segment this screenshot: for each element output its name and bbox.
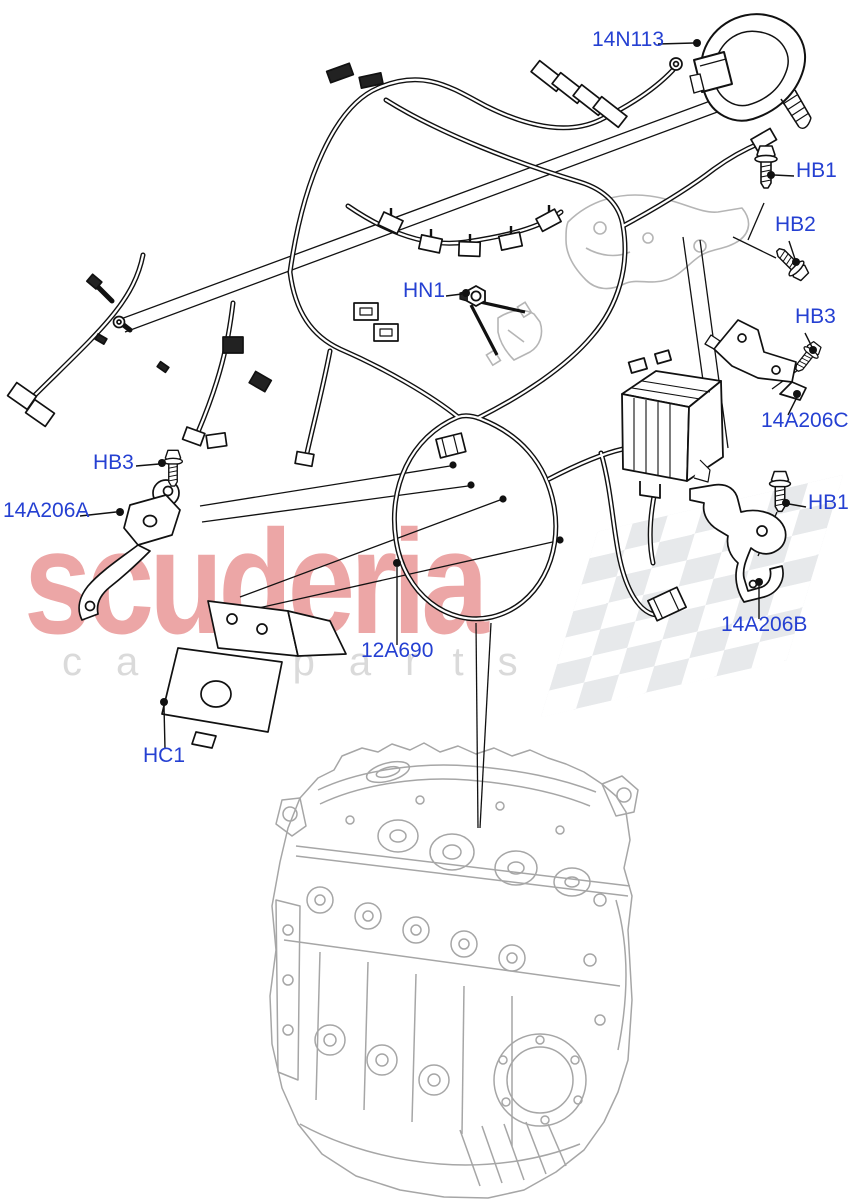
callout-14N113[interactable]: 14N113 bbox=[592, 28, 665, 51]
construction-dots bbox=[449, 461, 564, 544]
callout-12A690[interactable]: 12A690 bbox=[361, 639, 434, 662]
harness-connectors bbox=[6, 57, 778, 622]
callout-HC1[interactable]: HC1 bbox=[143, 744, 186, 767]
callout-HB3-left[interactable]: HB3 bbox=[93, 451, 134, 474]
callout-14A206C[interactable]: 14A206C bbox=[761, 409, 849, 432]
bracket-14A206C bbox=[704, 319, 807, 401]
junction-box bbox=[621, 349, 724, 499]
callout-14A206A[interactable]: 14A206A bbox=[3, 499, 90, 522]
bracket-HC1 bbox=[161, 600, 347, 749]
ground-clamp-14N113 bbox=[689, 13, 812, 129]
callout-dots bbox=[116, 39, 817, 706]
ghost-mounting-bracket bbox=[565, 194, 750, 290]
callout-leader-lines bbox=[79, 42, 813, 750]
callout-HB2[interactable]: HB2 bbox=[775, 213, 816, 236]
callout-HB1-top[interactable]: HB1 bbox=[796, 159, 837, 182]
callout-HB1-lower[interactable]: HB1 bbox=[808, 491, 849, 514]
callout-HB3-right[interactable]: HB3 bbox=[795, 305, 836, 328]
callout-14A206B[interactable]: 14A206B bbox=[721, 613, 808, 636]
engine-block-sketch bbox=[269, 742, 639, 1199]
bracket-14A206B bbox=[689, 483, 787, 603]
callout-HN1[interactable]: HN1 bbox=[403, 279, 446, 302]
